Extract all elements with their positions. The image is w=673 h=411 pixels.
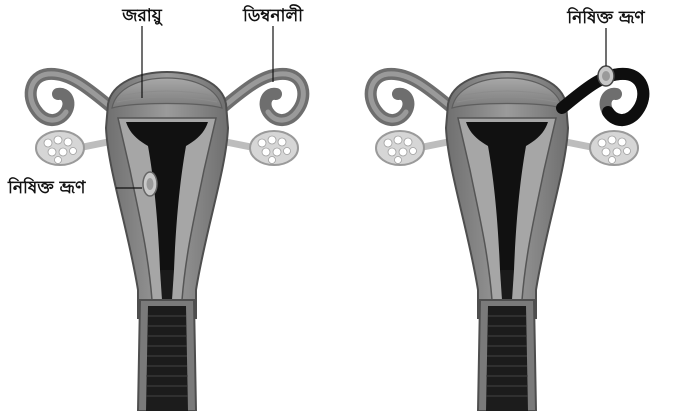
label-uterus: জরায়ু [121, 6, 163, 26]
label-fallopian-tube: ডিম্বনালী [242, 4, 304, 26]
label-embryo-right: নিষিক্ত ভ্রূণ [566, 6, 645, 28]
uterus-normal-illustration [31, 72, 304, 411]
label-embryo-left: নিষিক্ত ভ্রূণ [7, 176, 86, 198]
uterus-ectopic-illustration [371, 66, 644, 411]
